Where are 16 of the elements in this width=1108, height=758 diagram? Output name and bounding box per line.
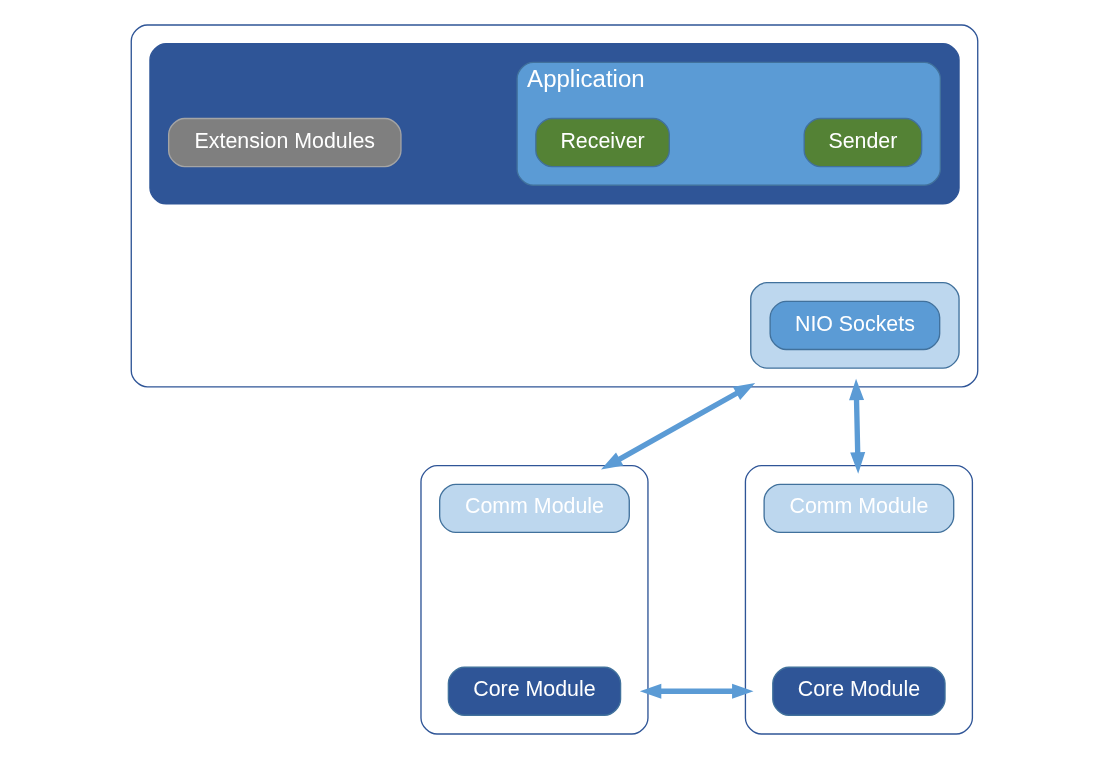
arrow <box>600 382 755 470</box>
node-box: Sender <box>803 117 922 167</box>
node-box: Core Module <box>447 666 621 716</box>
cluster <box>419 464 649 735</box>
node-box: Comm Module <box>762 483 954 533</box>
node-box: Receiver <box>534 117 670 167</box>
arrow <box>639 683 753 699</box>
cluster <box>148 42 960 205</box>
node-box: Comm Module <box>438 483 630 533</box>
node-box: Extension Modules <box>167 117 402 167</box>
node-box: Core Module <box>771 666 946 716</box>
cluster <box>749 281 960 369</box>
cluster <box>130 23 978 387</box>
cluster <box>744 464 973 735</box>
node-box: NIO Sockets <box>768 300 940 350</box>
arrow <box>848 378 865 474</box>
